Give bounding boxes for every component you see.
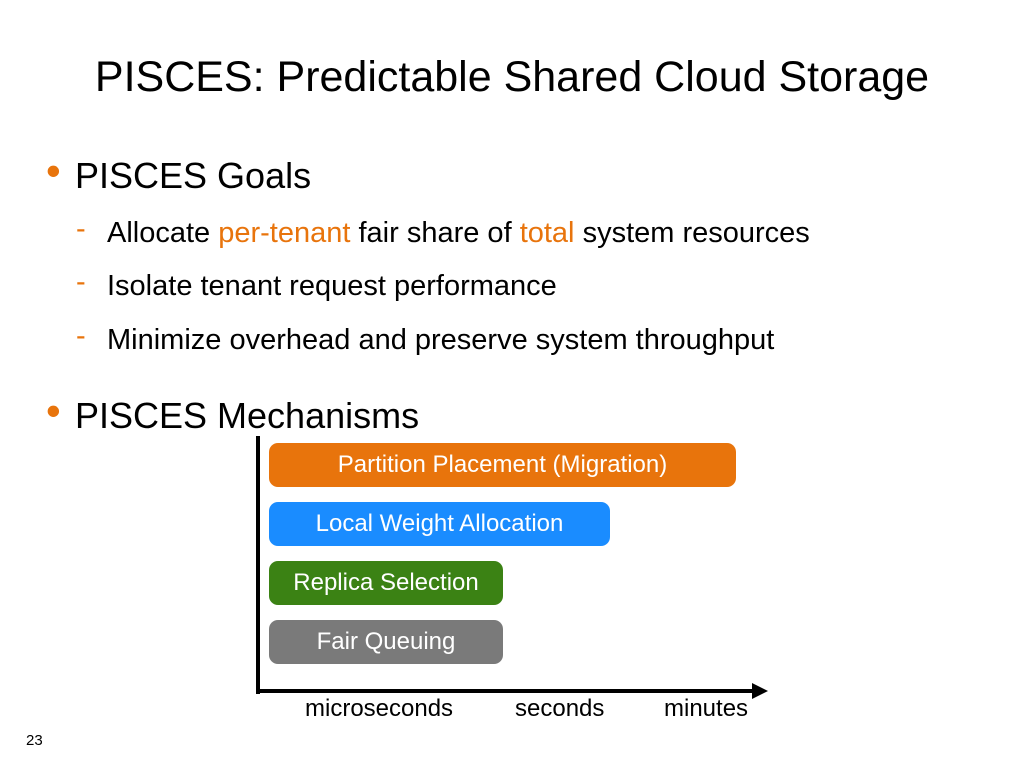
bar-partition-placement: Partition Placement (Migration)	[269, 443, 736, 487]
bar-fair-queuing: Fair Queuing	[269, 620, 503, 664]
subbullet-text: Minimize overhead and preserve system th…	[107, 324, 775, 356]
highlight-total: total	[519, 217, 575, 249]
bullet-dot-icon: •	[46, 387, 61, 434]
dash-icon: -	[76, 266, 86, 298]
subbullet-text: Allocate per-tenant fair share of total …	[107, 215, 810, 251]
text-part: fair share of	[350, 217, 520, 249]
bar-local-weight-allocation: Local Weight Allocation	[269, 502, 610, 546]
subbullet-text: Isolate tenant request performance	[107, 270, 557, 302]
axis-label-microseconds: microseconds	[305, 695, 454, 722]
axis-label-minutes: minutes	[664, 695, 749, 722]
axis-label-seconds: seconds	[515, 695, 605, 722]
text-part: system resources	[574, 217, 810, 249]
bullet-text: PISCES Mechanisms	[75, 395, 420, 436]
dash-icon: -	[76, 320, 86, 352]
text-part: Allocate	[107, 217, 219, 249]
page-number: 23	[26, 732, 43, 749]
bar-replica-selection: Replica Selection	[269, 561, 503, 605]
diagram-x-axis	[256, 689, 756, 693]
diagram-y-axis	[256, 436, 260, 694]
bullet-text: PISCES Goals	[75, 155, 312, 196]
arrow-right-icon	[752, 683, 768, 699]
dash-icon: -	[76, 213, 86, 245]
bullet-dot-icon: •	[46, 147, 61, 194]
slide-title: PISCES: Predictable Shared Cloud Storage	[94, 53, 930, 101]
highlight-per-tenant: per-tenant	[218, 217, 351, 249]
